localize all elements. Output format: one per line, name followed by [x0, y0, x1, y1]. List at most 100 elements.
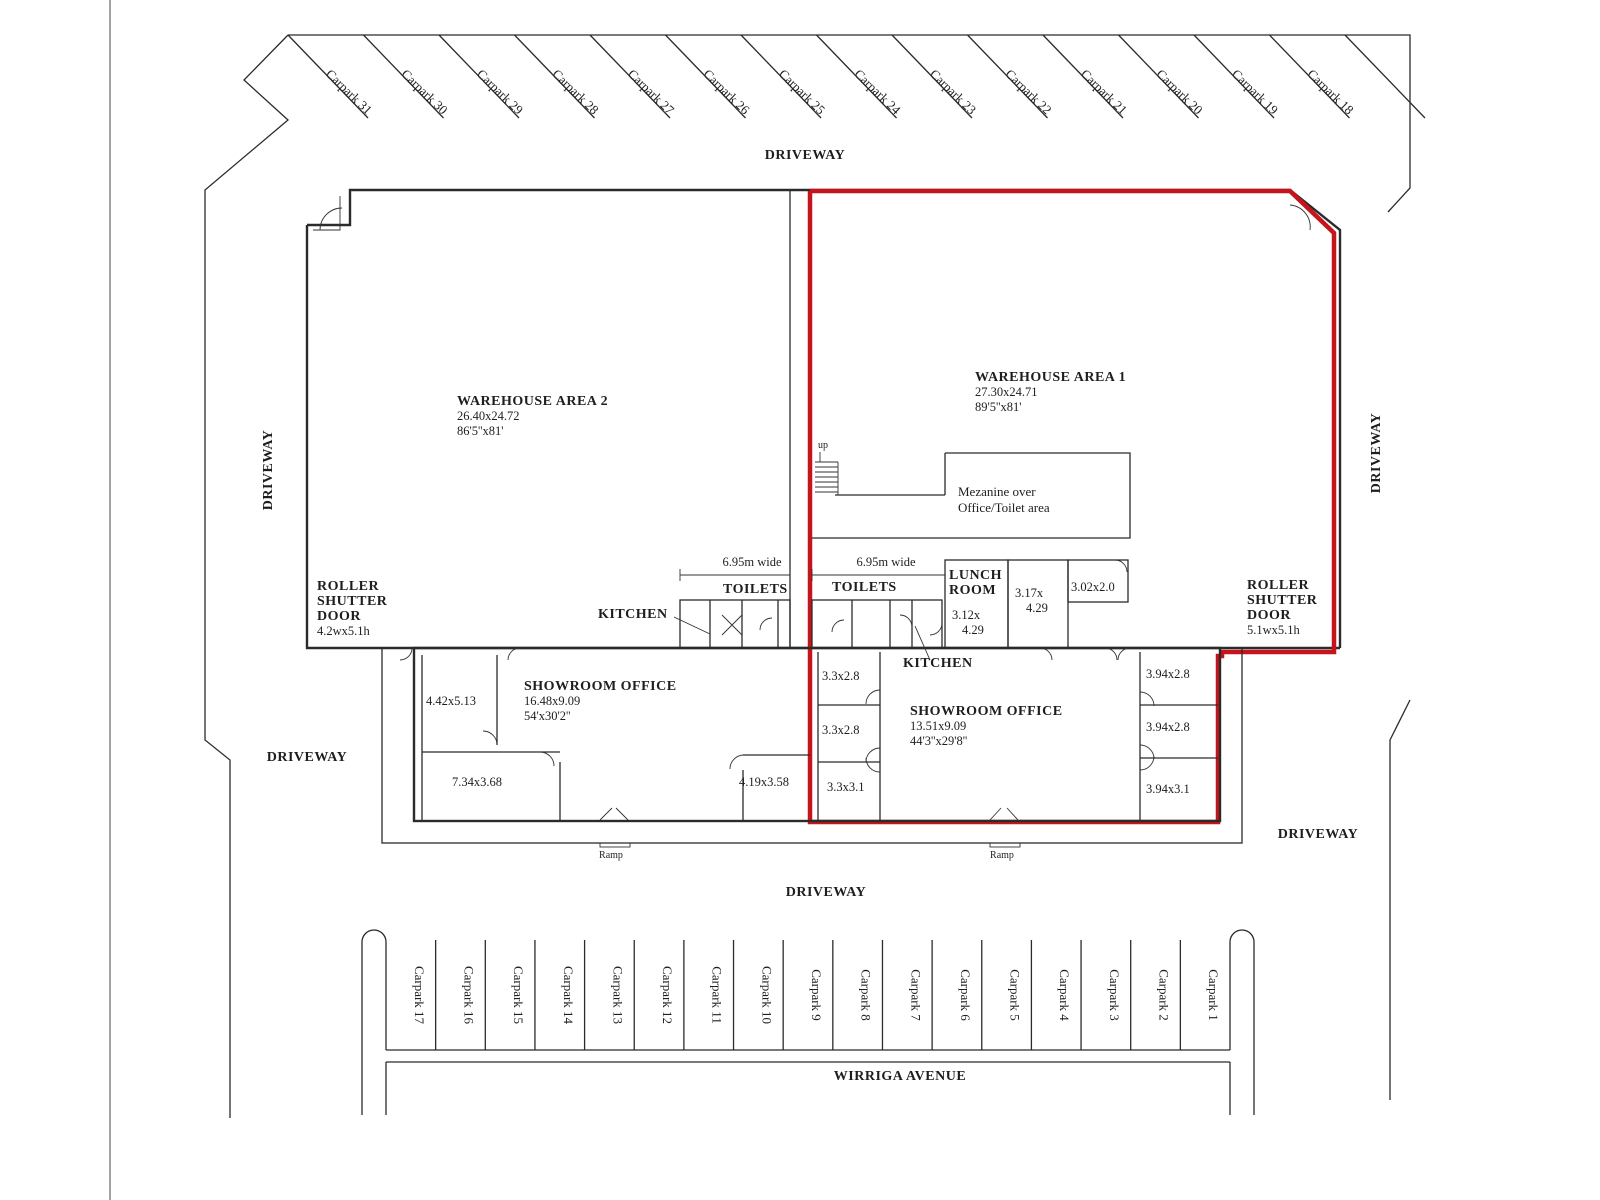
bottom-carpark-label: Carpark 4 [1057, 969, 1072, 1021]
kitchen-right-label: KITCHEN [903, 656, 973, 671]
front-car-park [361, 929, 1255, 1115]
top-carpark-label: Carpark 25 [776, 66, 828, 117]
top-carpark-label: Carpark 18 [1305, 66, 1357, 117]
warehouse-2-dims: 26.40x24.72 [457, 409, 520, 423]
roller-door-right-size: 5.1wx5.1h [1247, 623, 1301, 637]
bottom-carpark-label: Carpark 10 [759, 966, 774, 1024]
mezzanine-label-line1: Mezanine over [958, 484, 1036, 499]
bottom-carpark-label: Carpark 12 [660, 966, 675, 1024]
bottom-carpark-label: Carpark 7 [908, 969, 923, 1021]
roller-door-right-line3: DOOR [1247, 608, 1291, 623]
top-stall-divider [438, 34, 520, 119]
lunch-room-dims-line1: 3.12x [952, 608, 981, 622]
room-302-dims: 3.02x2.0 [1071, 580, 1115, 594]
bottom-carpark-stalls [434, 940, 1182, 1050]
top-carpark-label: Carpark 22 [1003, 66, 1055, 117]
roller-door-left-line2: SHUTTER [317, 594, 388, 609]
ramp-right-label: Ramp [990, 850, 1014, 861]
driveway-label-top: DRIVEWAY [765, 148, 846, 163]
top-carpark-label: Carpark 28 [550, 66, 602, 117]
warehouse-2-imperial: 86'5''x81' [457, 424, 504, 438]
roller-door-left-line3: DOOR [317, 609, 361, 624]
office-right-2-dims: 3.94x2.8 [1146, 720, 1190, 734]
top-stall-divider [589, 34, 671, 119]
lunch-room-label-line2: ROOM [949, 583, 996, 598]
warehouse-2-title: WAREHOUSE AREA 2 [457, 394, 608, 409]
top-carpark-label: Carpark 31 [323, 66, 375, 117]
office-left-2-dims: 3.3x2.8 [822, 723, 860, 737]
bottom-carpark-label: Carpark 14 [561, 966, 576, 1025]
room-734-dims: 7.34x3.68 [452, 775, 502, 789]
room-419-dims: 4.19x3.58 [739, 775, 789, 789]
office-right-3-dims: 3.94x3.1 [1146, 782, 1190, 796]
street-label: WIRRIGA AVENUE [834, 1069, 966, 1084]
bottom-carpark-label: Carpark 9 [809, 969, 824, 1021]
room-442-dims: 4.42x5.13 [426, 694, 476, 708]
kitchen-left-label: KITCHEN [598, 607, 668, 622]
showroom-2-imperial: 54'x30'2'' [524, 709, 571, 723]
top-stall-divider [740, 34, 822, 119]
top-carpark-label: Carpark 24 [852, 66, 905, 118]
amenity-blocks [673, 559, 1129, 661]
bottom-carpark-label: Carpark 5 [1008, 969, 1023, 1021]
top-stall-divider [514, 34, 595, 119]
top-stall-divider [967, 34, 1048, 119]
bottom-carpark-label: Carpark 1 [1206, 969, 1221, 1021]
top-stall-divider [1118, 34, 1199, 119]
driveway-label-bottom: DRIVEWAY [786, 885, 867, 900]
stair-icon [815, 452, 839, 495]
top-carpark-label: Carpark 21 [1078, 66, 1130, 117]
bottom-carpark-label: Carpark 16 [461, 966, 476, 1025]
roller-door-right-line2: SHUTTER [1247, 593, 1318, 608]
office-left-1-dims: 3.3x2.8 [822, 669, 860, 683]
top-stall-divider [891, 34, 973, 119]
showroom-2-title: SHOWROOM OFFICE [524, 679, 677, 694]
showroom-1-imperial: 44'3''x29'8'' [910, 734, 967, 748]
top-stall-divider [1344, 34, 1426, 119]
roller-door-left-size: 4.2wx5.1h [317, 624, 371, 638]
roller-door-left-line1: ROLLER [317, 579, 380, 594]
bottom-carpark-label: Carpark 13 [610, 966, 625, 1024]
warehouse-1-title: WAREHOUSE AREA 1 [975, 370, 1126, 385]
top-stall-divider [1193, 34, 1275, 119]
room-317-dims-line1: 3.17x [1015, 586, 1044, 600]
bottom-carpark-label: Carpark 11 [710, 966, 725, 1024]
highlighted-tenancy-outline [807, 188, 1337, 825]
bottom-carpark-label: Carpark 3 [1107, 969, 1122, 1021]
showroom-2-dims: 16.48x9.09 [524, 694, 580, 708]
top-stall-divider [1042, 34, 1124, 119]
roller-door-right-line1: ROLLER [1247, 578, 1310, 593]
top-carpark-label: Carpark 19 [1229, 66, 1281, 117]
lunch-room-dims-line2: 4.29 [962, 623, 984, 637]
top-carpark-label: Carpark 23 [927, 66, 979, 117]
driveway-label-left: DRIVEWAY [261, 430, 276, 511]
lunch-room-label-line1: LUNCH [949, 568, 1002, 583]
mezzanine [812, 452, 1131, 539]
top-carpark-stalls [287, 34, 1426, 119]
driveway-label-left-lower: DRIVEWAY [267, 750, 348, 765]
top-carpark-label: Carpark 30 [399, 66, 451, 117]
bottom-carpark-label: Carpark 8 [859, 969, 874, 1021]
room-317-dims-line2: 4.29 [1026, 601, 1048, 615]
stair-up-label: up [818, 440, 828, 451]
bottom-carpark-labels: Carpark 17 Carpark 16 Carpark 15 Carpark 14… [412, 966, 1221, 1025]
toilets-right-label: TOILETS [832, 580, 897, 595]
bottom-carpark-label: Carpark 6 [958, 969, 973, 1021]
mezzanine-label-line2: Office/Toilet area [958, 500, 1050, 515]
bottom-carpark-label: Carpark 15 [511, 966, 526, 1024]
toilets-left-label: TOILETS [723, 582, 788, 597]
driveway-label-right-lower: DRIVEWAY [1278, 827, 1359, 842]
width-label-left: 6.95m wide [722, 555, 781, 569]
top-carpark-label: Carpark 20 [1154, 66, 1206, 117]
top-stall-divider [287, 34, 369, 119]
top-carpark-label: Carpark 27 [625, 66, 678, 118]
office-left-3-dims: 3.3x3.1 [827, 780, 865, 794]
showroom-1-title: SHOWROOM OFFICE [910, 704, 1063, 719]
showroom-1-dims: 13.51x9.09 [910, 719, 966, 733]
site-boundary [204, 34, 1411, 1118]
bottom-carpark-label: Carpark 17 [412, 966, 427, 1025]
width-label-right: 6.95m wide [856, 555, 915, 569]
